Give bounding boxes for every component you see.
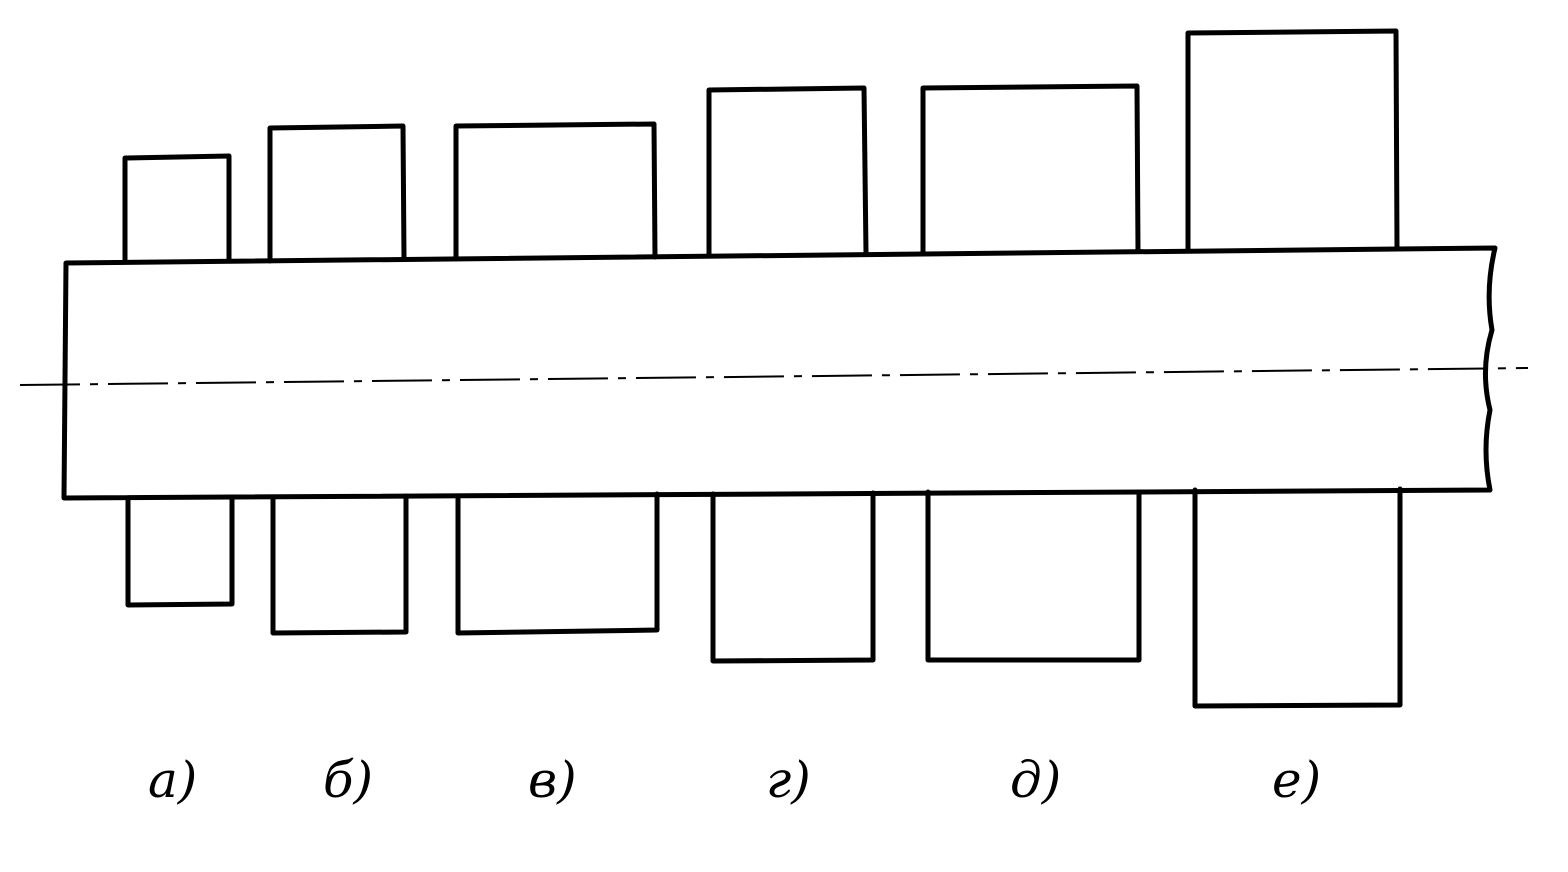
center-axis [19, 367, 1529, 386]
element-g [706, 85, 876, 664]
element-e-top [1185, 28, 1400, 253]
element-d-bottom [925, 489, 1142, 663]
element-v-top [453, 121, 658, 262]
element-g-bottom [710, 490, 876, 664]
element-a-bottom [125, 494, 235, 608]
label-a: а) [148, 751, 198, 809]
shaft [61, 245, 1498, 501]
element-d [920, 83, 1142, 663]
element-b-bottom [270, 493, 409, 636]
element-a-top [122, 153, 232, 265]
element-e-bottom [1192, 486, 1403, 709]
label-v: в) [528, 751, 577, 809]
element-v-bottom [455, 491, 660, 636]
label-g: г) [766, 751, 811, 809]
element-b-top [267, 123, 407, 264]
label-d: д) [1010, 751, 1062, 809]
element-v [453, 121, 660, 636]
element-g-top [706, 85, 869, 259]
element-a [122, 153, 235, 608]
label-e: е) [1272, 751, 1322, 809]
label-b: б) [323, 751, 374, 809]
element-d-top [920, 83, 1141, 257]
element-e [1185, 28, 1403, 709]
element-b [267, 123, 409, 636]
